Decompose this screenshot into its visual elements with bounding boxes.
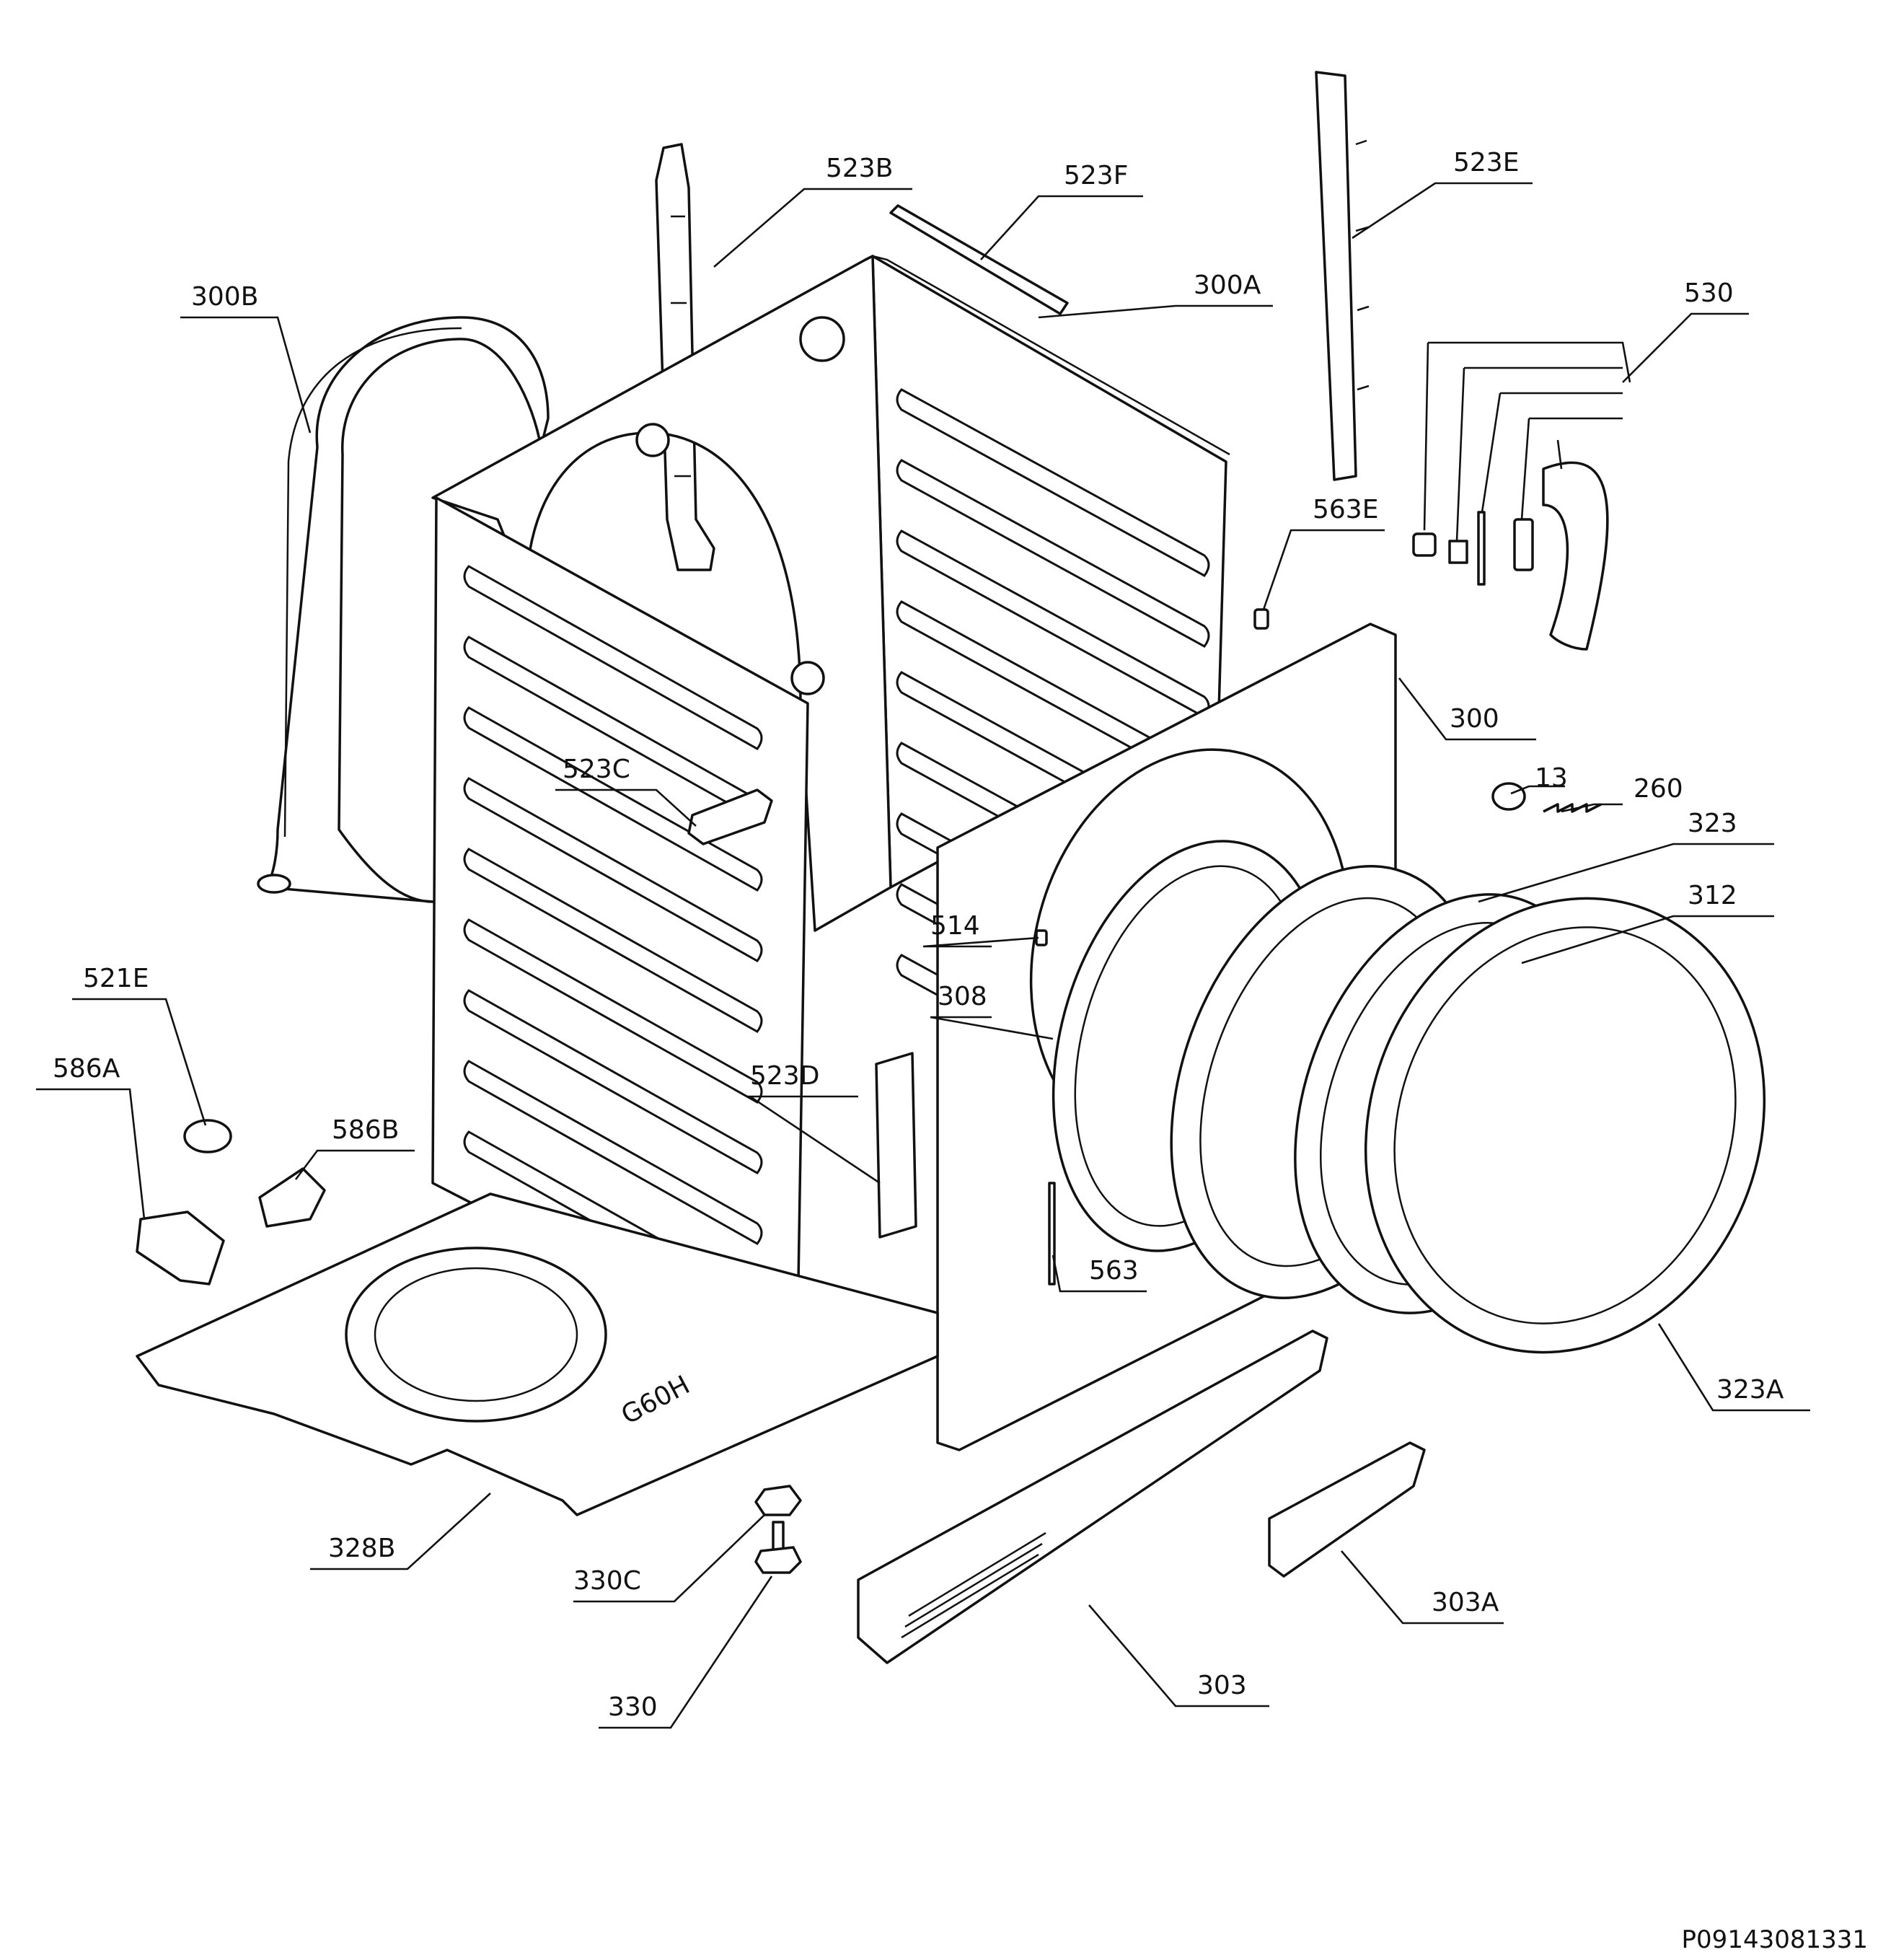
part-523E-rail xyxy=(1315,71,1370,481)
part-328B-base: G60H xyxy=(136,1192,939,1516)
callout-523B: 523B xyxy=(826,154,893,183)
callout-523D: 523D xyxy=(750,1061,819,1091)
left-panel-slot-8 xyxy=(463,1060,763,1245)
callout-523F: 523F xyxy=(1064,161,1128,190)
part-523B-bracket xyxy=(655,143,715,571)
callout-586B: 586B xyxy=(332,1115,399,1145)
part-300-cabinet-frame xyxy=(431,255,892,932)
callout-303A: 303A xyxy=(1432,1588,1499,1617)
part-586A-clip xyxy=(136,1210,225,1286)
left-panel-slot-5 xyxy=(463,848,763,1033)
callout-330: 330 xyxy=(608,1692,658,1722)
left-panel-slots xyxy=(463,565,763,1316)
part-303-control-panel xyxy=(857,1330,1328,1664)
callout-323A: 323A xyxy=(1716,1375,1784,1405)
part-323A-door xyxy=(1364,897,1766,1354)
part-586B-clip xyxy=(258,1167,326,1228)
callout-563E: 563E xyxy=(1313,495,1378,524)
part-330-foot xyxy=(754,1521,802,1574)
callout-330C: 330C xyxy=(573,1566,641,1596)
callout-312: 312 xyxy=(1688,881,1737,910)
callout-300A: 300A xyxy=(1194,271,1261,300)
callout-523E: 523E xyxy=(1453,148,1519,177)
callout-13: 13 xyxy=(1535,763,1568,793)
part-303A-dispenser xyxy=(1268,1441,1426,1578)
part-13-cap xyxy=(1491,782,1526,811)
part-521E-switch xyxy=(183,1119,232,1153)
left-panel-slot-3 xyxy=(463,706,763,892)
callout-303: 303 xyxy=(1197,1671,1247,1700)
part-523F-bracket xyxy=(889,204,1069,315)
callout-260: 260 xyxy=(1634,774,1683,804)
callout-563: 563 xyxy=(1089,1256,1139,1286)
part-523C-clip xyxy=(687,788,773,845)
part-523D-bracket xyxy=(875,1052,917,1239)
document-code: P09143081331 xyxy=(1682,1925,1868,1954)
part-563-pin xyxy=(1048,1182,1056,1286)
part-530-handle xyxy=(1412,461,1609,651)
right-panel-slot-2 xyxy=(896,459,1210,648)
part-300B-seal xyxy=(257,316,550,903)
callout-521E: 521E xyxy=(83,964,149,993)
callout-328B: 328B xyxy=(328,1534,395,1563)
leader-lines xyxy=(36,182,1810,1729)
left-panel-slot-7 xyxy=(463,989,763,1174)
callout-523C: 523C xyxy=(563,755,630,784)
callout-323: 323 xyxy=(1688,809,1737,838)
callout-labels: 523B 523F 523E 300A 300B 530 563E 300 13… xyxy=(53,148,1784,1722)
callout-300B: 300B xyxy=(191,282,258,312)
part-330C-nut xyxy=(754,1485,802,1516)
callout-514: 514 xyxy=(930,911,980,941)
callout-308: 308 xyxy=(938,982,987,1011)
right-panel-slot-1 xyxy=(896,388,1210,577)
callout-586A: 586A xyxy=(53,1054,120,1084)
callout-300: 300 xyxy=(1450,704,1499,734)
left-panel-slot-4 xyxy=(463,777,763,962)
callout-530: 530 xyxy=(1684,278,1734,308)
left-panel-slot-1 xyxy=(463,565,763,750)
part-563E-screw xyxy=(1253,608,1269,630)
